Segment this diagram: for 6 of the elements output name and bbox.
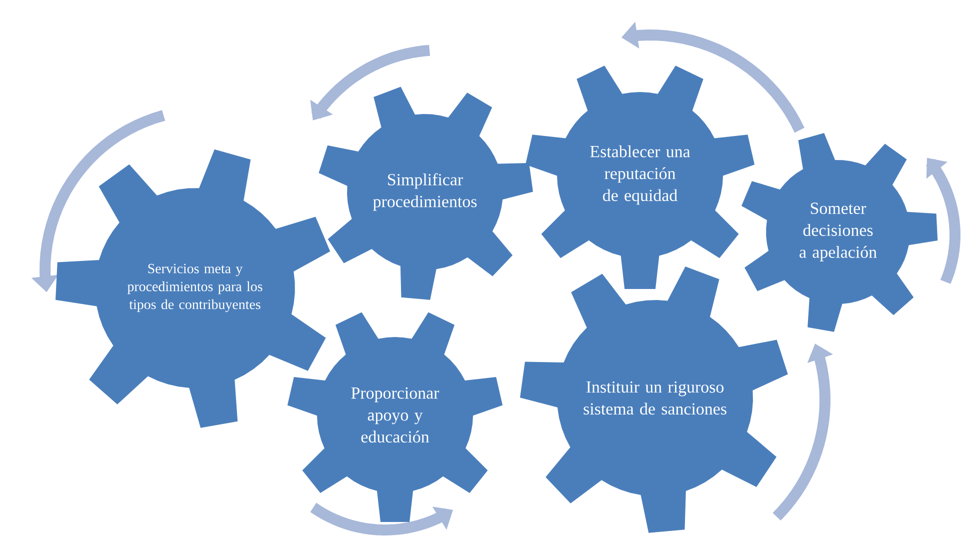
- gear: Someter decisiones a apelación: [741, 132, 938, 332]
- gear: Establecer una reputación de equidad: [525, 66, 755, 289]
- gear: Simplificar procedimientos: [318, 86, 533, 300]
- gear: Instituir un riguroso sistema de sanciones: [520, 266, 788, 533]
- gear: Proporcionar apoyo y educación: [287, 312, 503, 522]
- gear: Servicios meta y procedimientos para los tipos de contribuyentes: [56, 149, 330, 428]
